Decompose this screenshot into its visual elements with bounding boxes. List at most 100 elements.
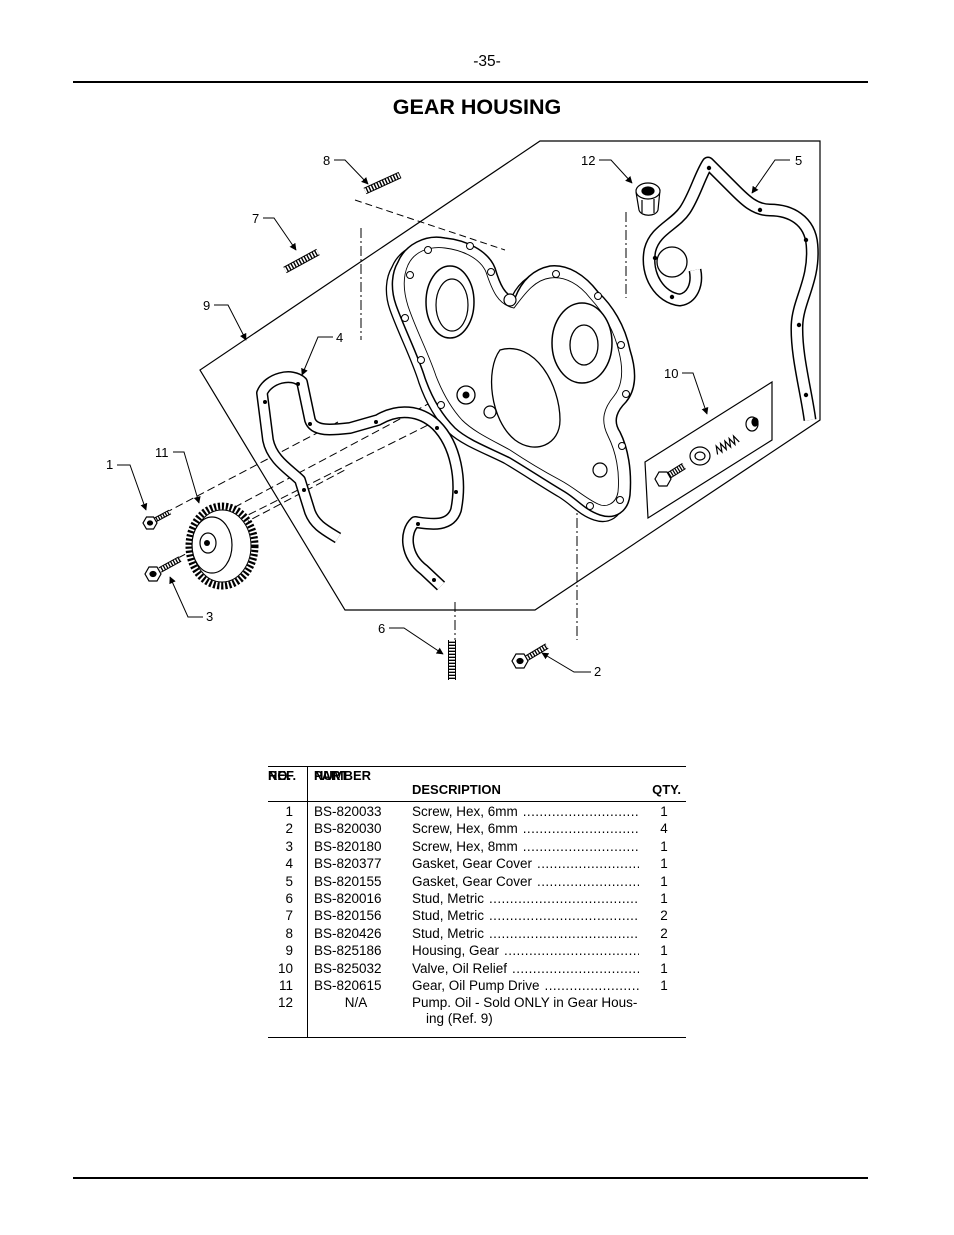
cell-ref: 3 xyxy=(285,838,293,854)
description-text: Stud, Metric xyxy=(412,908,485,924)
cell-description: Valve, Oil Relief xyxy=(412,960,639,977)
cell-ref: 6 xyxy=(285,890,293,906)
callout-leader-1 xyxy=(117,464,148,511)
cell-part-number: BS-820615 xyxy=(314,977,382,993)
callout-leader-9 xyxy=(214,304,247,341)
cell-ref: 8 xyxy=(285,925,293,941)
table-row: 12 N/A Pump. Oil - Sold ONLY in Gear Hou… xyxy=(268,994,686,1026)
description-text: Stud, Metric xyxy=(412,890,485,906)
oil-pump xyxy=(635,182,661,216)
cell-description: Pump. Oil - Sold ONLY in Gear Hous- ing … xyxy=(412,994,672,1025)
callout-leader-12 xyxy=(599,159,633,184)
cell-qty: 1 xyxy=(660,873,668,889)
table-row: 9 BS-825186 Housing, Gear 1 xyxy=(268,942,686,959)
callout-2: 2 xyxy=(594,664,601,679)
callout-leader-4 xyxy=(301,336,333,376)
callout-1: 1 xyxy=(106,457,113,472)
callout-12: 12 xyxy=(581,153,595,168)
cell-part-number: BS-820180 xyxy=(314,838,382,854)
description-text: Pump. Oil - Sold ONLY in Gear Hous- xyxy=(412,995,638,1011)
cell-description: Gasket, Gear Cover xyxy=(412,855,639,872)
header-ref-line1: REF. xyxy=(268,768,297,783)
description-text: Gasket, Gear Cover xyxy=(412,856,533,872)
stud-metric-7 xyxy=(283,248,320,274)
description-text: Housing, Gear xyxy=(412,943,500,959)
cell-qty: 1 xyxy=(660,943,668,959)
callout-3: 3 xyxy=(206,609,213,624)
hex-screw-2 xyxy=(511,643,549,669)
cell-part-number: BS-820033 xyxy=(314,804,382,819)
dot-leader xyxy=(523,838,639,855)
callout-leader-5 xyxy=(751,159,790,194)
cell-description: Housing, Gear xyxy=(412,942,639,959)
callout-leader-3 xyxy=(169,576,203,618)
oil-relief-valve xyxy=(644,380,773,520)
dot-leader xyxy=(504,942,639,959)
column-divider xyxy=(307,767,308,1037)
cell-description: Screw, Hex, 8mm xyxy=(412,838,639,855)
gear-housing xyxy=(385,236,636,523)
header-part-line1: PART xyxy=(314,768,349,783)
cell-part-number: N/A xyxy=(344,995,368,1011)
stud-metric-8 xyxy=(363,171,402,195)
header-description: DESCRIPTION xyxy=(412,782,501,797)
table-row: 10 BS-825032 Valve, Oil Relief 1 xyxy=(268,960,686,977)
cell-description: Screw, Hex, 6mm xyxy=(412,820,639,837)
description-text: Stud, Metric xyxy=(412,925,485,941)
cell-part-number: BS-825032 xyxy=(314,960,382,976)
hex-screw-1 xyxy=(142,509,172,530)
header-qty: QTY. xyxy=(652,782,681,797)
cell-description: Stud, Metric xyxy=(412,925,639,942)
dot-leader xyxy=(537,855,639,872)
cell-ref: 5 xyxy=(285,873,293,889)
cell-qty: 1 xyxy=(660,856,668,872)
callouts: 8 12 5 7 9 4 10 11 1 3 6 2 xyxy=(106,153,802,679)
cell-ref: 11 xyxy=(278,977,293,993)
description-text: Screw, Hex, 8mm xyxy=(412,838,518,854)
callout-6: 6 xyxy=(378,621,385,636)
cell-description: Gear, Oil Pump Drive xyxy=(412,977,639,994)
cell-ref: 4 xyxy=(285,856,293,872)
cell-ref: 12 xyxy=(277,995,293,1011)
cell-qty: 2 xyxy=(660,925,668,941)
cell-description: Stud, Metric xyxy=(412,907,639,924)
table-body: 1 BS-820033 Screw, Hex, 6mm 1 2 BS-82003… xyxy=(268,803,686,1026)
callout-7: 7 xyxy=(252,211,259,226)
callout-leader-7 xyxy=(263,217,297,251)
top-rule xyxy=(73,81,868,83)
description-text: Gasket, Gear Cover xyxy=(412,873,533,889)
header-part-line2: NUMBER xyxy=(314,768,372,783)
cell-part-number: BS-820030 xyxy=(314,821,382,837)
cell-part-number: BS-825186 xyxy=(314,943,382,959)
page-number: -35- xyxy=(473,53,501,70)
cell-ref: 10 xyxy=(277,960,293,976)
description-text: Screw, Hex, 6mm xyxy=(412,804,518,819)
alignment-line xyxy=(164,421,339,514)
description-text: Gear, Oil Pump Drive xyxy=(412,977,540,993)
dot-leader xyxy=(545,977,639,994)
page-title: GEAR HOUSING xyxy=(392,95,562,119)
callout-leader-10 xyxy=(682,372,709,415)
table-row: 11 BS-820615 Gear, Oil Pump Drive 1 xyxy=(268,977,686,994)
alignment-line xyxy=(237,397,483,521)
header-ref-line2: NO. xyxy=(268,768,292,783)
callout-9: 9 xyxy=(203,298,210,313)
cell-part-number: BS-820016 xyxy=(314,890,382,906)
parts-table: REF. NO. PART NUMBER DESCRIPTION QTY. 1 … xyxy=(268,766,686,1038)
valve-frame xyxy=(644,380,773,520)
cell-ref: 7 xyxy=(285,908,293,924)
dot-leader xyxy=(523,803,639,820)
cell-ref: 9 xyxy=(285,943,293,959)
cell-description: Screw, Hex, 6mm xyxy=(412,803,639,820)
description-text: Valve, Oil Relief xyxy=(412,960,508,976)
cell-description: Stud, Metric xyxy=(412,890,639,907)
cell-qty: 4 xyxy=(660,821,668,837)
callout-leader-11 xyxy=(173,451,201,504)
cell-qty: 1 xyxy=(660,977,668,993)
dot-leader xyxy=(537,873,639,890)
cell-qty: 1 xyxy=(660,890,668,906)
dot-leader xyxy=(489,890,639,907)
cell-qty: 2 xyxy=(660,908,668,924)
description-continuation: ing (Ref. 9) xyxy=(426,1010,493,1026)
bottom-rule xyxy=(73,1177,868,1179)
